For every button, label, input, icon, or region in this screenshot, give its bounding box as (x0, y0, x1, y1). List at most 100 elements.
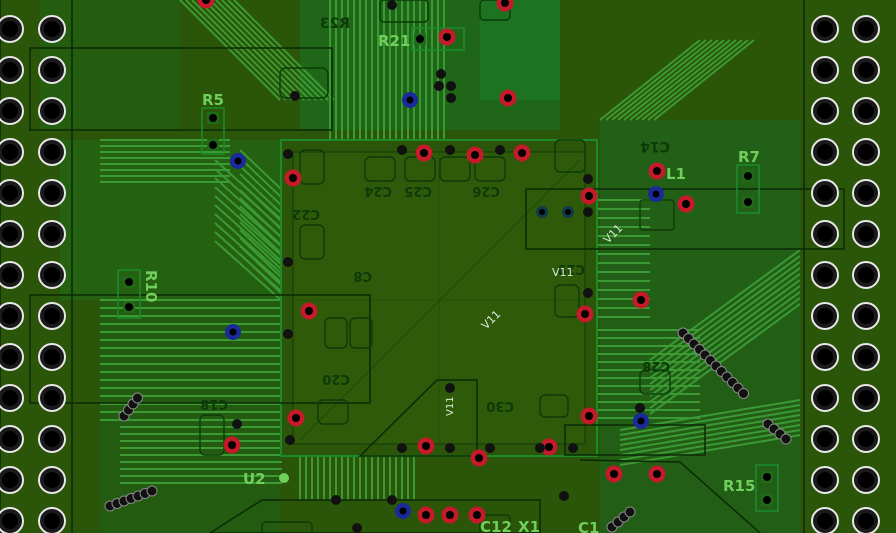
via-chain (624, 506, 636, 518)
via-hole (228, 441, 236, 449)
trace (239, 221, 283, 263)
header-pin-hole (817, 103, 833, 119)
trace (239, 229, 283, 271)
label-r10: R10 (142, 270, 160, 302)
via-hole (682, 200, 690, 208)
trace (619, 409, 801, 441)
header-pin-hole (858, 21, 874, 37)
header-pin-hole (2, 431, 18, 447)
header-pin-hole (2, 513, 18, 529)
header-pin-hole (44, 103, 60, 119)
via-hole (518, 149, 526, 157)
label-x1: X1 (518, 518, 540, 533)
via-small (583, 288, 593, 298)
header-pin-hole (817, 226, 833, 242)
trace (619, 404, 801, 436)
trace (605, 39, 707, 121)
trace (233, 0, 335, 101)
via-small (436, 69, 446, 79)
header-pin-hole (44, 349, 60, 365)
via-hole (399, 507, 407, 515)
header-pin-hole (817, 390, 833, 406)
via-hole (637, 296, 645, 304)
trace (203, 0, 305, 101)
trace (647, 39, 749, 121)
via-hole (420, 149, 428, 157)
trace (227, 0, 329, 101)
header-pin-hole (858, 144, 874, 160)
label-c8: C8 (353, 268, 372, 283)
pad-hole (125, 303, 133, 311)
via-hole (229, 328, 237, 336)
header-pin-hole (2, 62, 18, 78)
trace (215, 0, 317, 101)
via-chain (780, 433, 792, 445)
trace (197, 0, 299, 101)
pin-headers (0, 15, 880, 533)
via-hole (653, 470, 661, 478)
header-pin-hole (2, 308, 18, 324)
mirrored-labels: R23 C24 C25 C26 C22 C8 C20 C30 C28 C29 C… (200, 16, 670, 413)
trace-bundles (100, 0, 801, 500)
header-pin-hole (858, 103, 874, 119)
header-pin-hole (44, 185, 60, 201)
u2-pin1-marker (279, 473, 289, 483)
via-small (583, 207, 593, 217)
via-small (331, 495, 341, 505)
header-pin-hole (858, 226, 874, 242)
header-pin-hole (817, 185, 833, 201)
trace (649, 303, 801, 415)
via-chain (132, 392, 143, 404)
pad-hole (763, 473, 771, 481)
via-hole (585, 192, 593, 200)
label-c1x: C1 (578, 519, 599, 533)
via-hole (289, 174, 297, 182)
trace (214, 240, 283, 302)
trace (185, 0, 287, 101)
component-labels: R21 R5 R7 L1 R10 R15 U2 C12 X1 C1 C14 (142, 32, 760, 533)
label-c20: C20 (322, 371, 350, 386)
silk-components (199, 0, 675, 533)
trace (649, 273, 801, 385)
header-pin-hole (817, 308, 833, 324)
via-small (434, 81, 444, 91)
via-small (387, 0, 397, 10)
label-c30: C30 (486, 398, 514, 413)
label-c28: C28 (642, 358, 670, 373)
trace (221, 0, 323, 101)
via-small (445, 443, 455, 453)
trace (214, 222, 283, 284)
via-small (285, 435, 295, 445)
via-small (387, 495, 397, 505)
via-small (446, 81, 456, 91)
via-small (583, 174, 593, 184)
header-pin-hole (2, 21, 18, 37)
trace (623, 39, 725, 121)
via-hole (473, 511, 481, 519)
pad-hole (209, 141, 217, 149)
trace (214, 195, 283, 257)
trace (191, 0, 293, 101)
header-pin-hole (858, 472, 874, 488)
trace (214, 168, 283, 230)
header-pin-hole (2, 226, 18, 242)
pad-hole (744, 172, 752, 180)
via-small (283, 149, 293, 159)
pad-hole (744, 198, 752, 206)
via-hole (652, 190, 660, 198)
via-small (352, 523, 362, 533)
via-small (568, 443, 578, 453)
via-small (446, 93, 456, 103)
header-pin-hole (817, 472, 833, 488)
label-r7: R7 (738, 148, 760, 166)
header-pin-hole (44, 226, 60, 242)
header-pin-hole (817, 513, 833, 529)
label-r5: R5 (202, 91, 224, 109)
header-pin-hole (2, 472, 18, 488)
trace (239, 173, 283, 215)
via-hole (292, 414, 300, 422)
label-r15: R15 (723, 477, 755, 495)
header-pin-hole (44, 62, 60, 78)
header-pin-hole (817, 62, 833, 78)
